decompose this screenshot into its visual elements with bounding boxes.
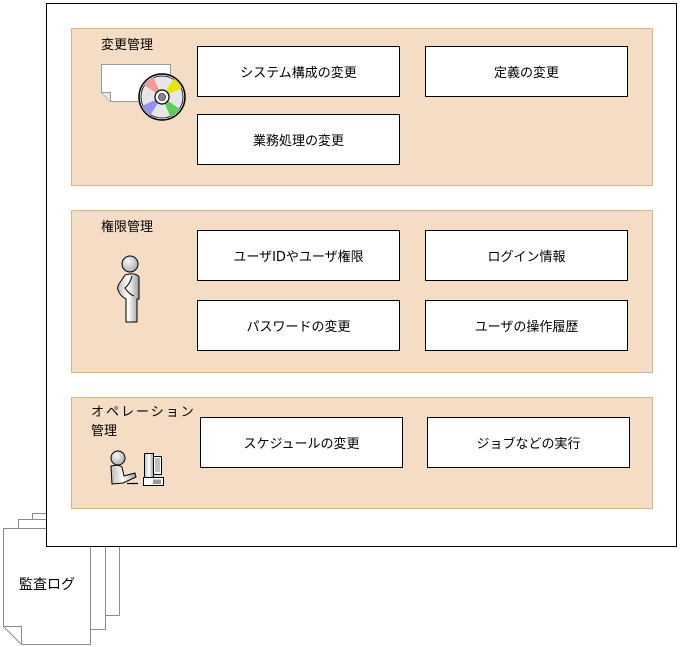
item-business-process-change[interactable]: 業務処理の変更 [197, 114, 400, 165]
standing-person-icon [117, 255, 140, 323]
item-password-change[interactable]: パスワードの変更 [197, 300, 400, 351]
audit-log-label: 監査ログ [19, 577, 75, 593]
item-login-info[interactable]: ログイン情報 [425, 230, 628, 281]
operator-at-computer-icon [110, 450, 164, 486]
item-job-execution[interactable]: ジョブなどの実行 [427, 417, 630, 468]
panel-title-operation-management-line2: 管理 [91, 424, 118, 439]
item-system-config-change[interactable]: システム構成の変更 [197, 46, 400, 97]
item-user-operation-history[interactable]: ユーザの操作履歴 [425, 300, 628, 351]
document-with-cd-icon [101, 64, 186, 121]
panel-title-operation-management-line1: オペレーション [91, 405, 196, 420]
item-user-id-and-permissions[interactable]: ユーザIDやユーザ権限 [197, 230, 400, 281]
panel-title-change-management: 変更管理 [101, 38, 154, 53]
panel-title-permission-management: 権限管理 [101, 220, 154, 235]
item-definition-change[interactable]: 定義の変更 [425, 46, 628, 97]
item-schedule-change[interactable]: スケジュールの変更 [200, 417, 403, 468]
